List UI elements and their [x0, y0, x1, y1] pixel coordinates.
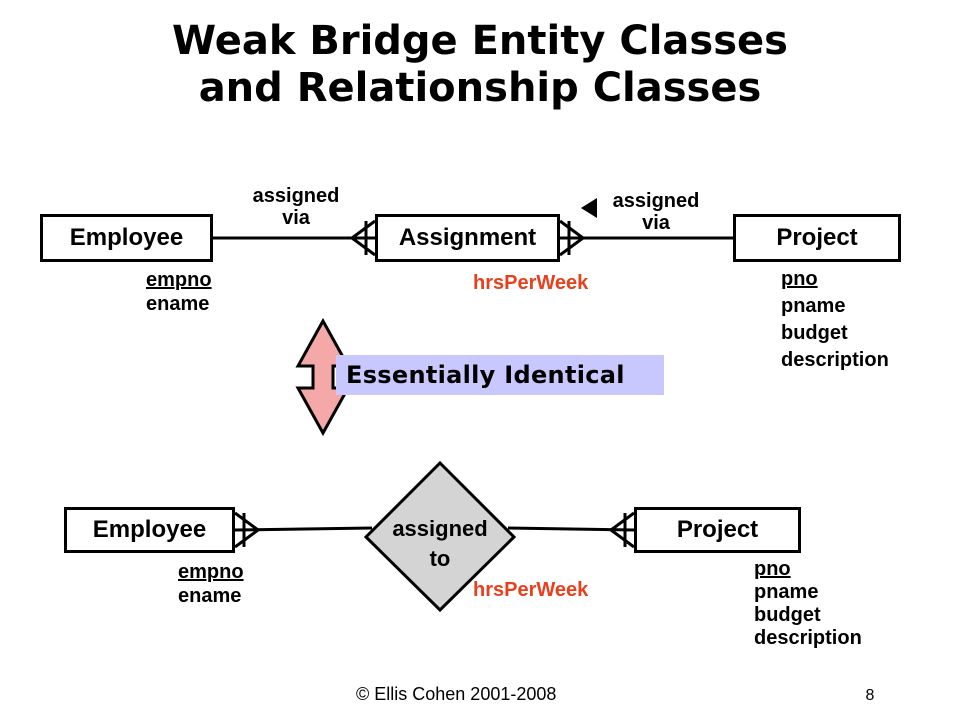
slide-title-line1: Weak Bridge Entity Classes: [172, 18, 788, 64]
essentially-identical-banner: Essentially Identical: [336, 355, 664, 395]
attribute-key: pno: [754, 558, 791, 580]
relationship-label-right-line1: assigned: [612, 190, 700, 212]
relationship-label-right-line2: via: [642, 212, 670, 234]
attribute: budget: [754, 604, 821, 626]
project-entity-bottom: Project: [634, 507, 801, 553]
relationship-label-left: assigned via: [236, 185, 356, 229]
crows-foot-project: [610, 511, 635, 549]
attribute: ename: [146, 293, 210, 315]
project-attributes-bottom: pno pname budget description: [754, 558, 862, 650]
employee-entity-top: Employee: [40, 214, 213, 262]
slide-title-line2: and Relationship Classes: [198, 65, 762, 111]
relationship-diamond-label-line1: assigned: [392, 516, 488, 541]
crows-foot-assignment-left: [351, 219, 376, 257]
attribute-key: empno: [146, 269, 212, 291]
crows-foot-assignment-right: [559, 219, 584, 257]
crows-foot-employee: [234, 511, 259, 549]
project-attributes-top: pno pname budget description: [781, 266, 889, 374]
relationship-diamond-label-line2: to: [429, 546, 451, 571]
direction-arrow-icon: [581, 198, 597, 218]
attribute: description: [781, 349, 889, 371]
relationship-label-right: assigned via: [596, 190, 716, 234]
project-entity-top: Project: [733, 214, 901, 262]
attribute: budget: [781, 322, 848, 344]
relationship-label-left-line2: via: [282, 207, 310, 229]
relationship-label-left-line1: assigned: [252, 185, 340, 207]
attribute: ename: [178, 585, 242, 607]
copyright-footer: © Ellis Cohen 2001-2008: [356, 684, 557, 704]
assignment-entity: Assignment: [375, 214, 560, 262]
relationship-attribute: hrsPerWeek: [473, 579, 589, 601]
relationship-diamond: [363, 460, 517, 613]
relationship-diamond-label: assigned to: [364, 514, 516, 574]
employee-attributes-bottom: empno ename: [178, 560, 244, 608]
attribute: pname: [754, 581, 819, 603]
attribute: description: [754, 627, 862, 649]
page-number: 8: [865, 687, 875, 704]
attribute: pname: [781, 295, 846, 317]
employee-attributes-top: empno ename: [146, 268, 212, 316]
employee-entity-bottom: Employee: [64, 507, 235, 553]
assignment-attribute: hrsPerWeek: [473, 272, 589, 294]
attribute-key: pno: [781, 268, 818, 290]
attribute-key: empno: [178, 561, 244, 583]
